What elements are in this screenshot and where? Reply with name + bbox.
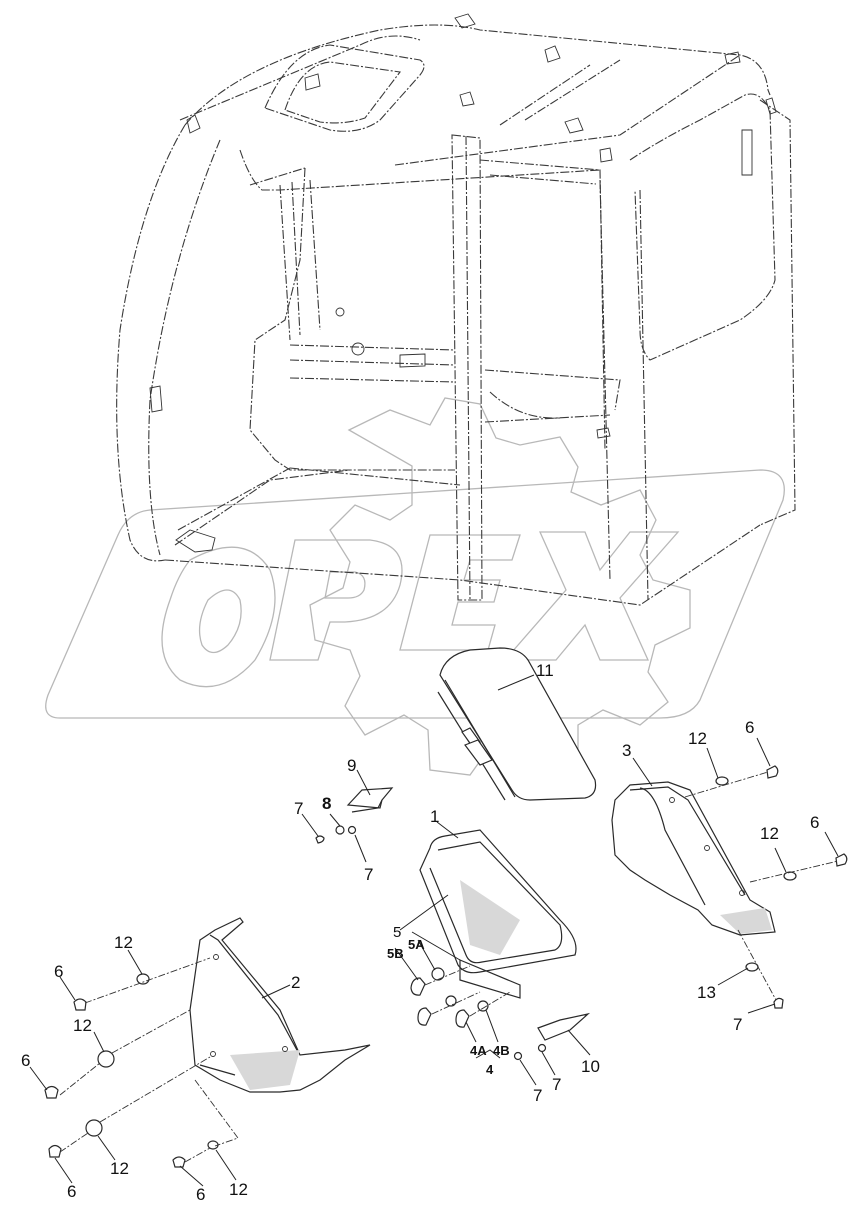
callout-13[interactable]: 13 xyxy=(697,983,716,1002)
callout-6[interactable]: 6 xyxy=(810,813,820,832)
callout-5a[interactable]: 5A xyxy=(408,937,425,952)
part-3-side-panel[interactable] xyxy=(611,737,848,1014)
callout-7[interactable]: 7 xyxy=(533,1086,543,1105)
callout-6[interactable]: 6 xyxy=(21,1051,31,1070)
watermark-logo-plate xyxy=(45,469,785,719)
part-11-pad[interactable] xyxy=(437,647,597,801)
cab-frame xyxy=(116,13,796,606)
callout-7[interactable]: 7 xyxy=(552,1075,562,1094)
callout-5[interactable]: 5 xyxy=(393,924,402,941)
callout-7[interactable]: 7 xyxy=(733,1015,743,1034)
callout-6[interactable]: 6 xyxy=(54,962,64,981)
leader-11 xyxy=(497,674,535,691)
callout-7[interactable]: 7 xyxy=(364,865,374,884)
callout-6[interactable]: 6 xyxy=(67,1182,77,1201)
part-10-bracket[interactable] xyxy=(513,1012,591,1086)
callout-11[interactable]: 11 xyxy=(536,661,554,680)
callout-12[interactable]: 12 xyxy=(114,933,133,952)
callout-4[interactable]: 4 xyxy=(486,1062,494,1077)
callout-9[interactable]: 9 xyxy=(347,756,357,775)
callout-4a[interactable]: 4A xyxy=(470,1043,487,1058)
part-2-lower-panel[interactable] xyxy=(29,917,371,1187)
callout-2[interactable]: 2 xyxy=(291,973,301,992)
callout-8[interactable]: 8 xyxy=(322,794,332,813)
callout-5b[interactable]: 5B xyxy=(387,946,404,961)
callout-12[interactable]: 12 xyxy=(760,824,779,843)
callout-12[interactable]: 12 xyxy=(229,1180,248,1199)
callout-12[interactable]: 12 xyxy=(73,1016,92,1035)
part-9-bracket[interactable] xyxy=(301,769,394,863)
callout-1[interactable]: 1 xyxy=(430,807,440,826)
watermark-gear-icon xyxy=(309,397,691,776)
callout-3[interactable]: 3 xyxy=(622,741,632,760)
callout-4b[interactable]: 4B xyxy=(493,1043,510,1058)
callout-12[interactable]: 12 xyxy=(688,729,707,748)
callout-7[interactable]: 7 xyxy=(294,799,304,818)
part-1-tray[interactable] xyxy=(399,821,577,999)
callout-6[interactable]: 6 xyxy=(745,718,755,737)
callout-6[interactable]: 6 xyxy=(196,1185,206,1204)
callout-12[interactable]: 12 xyxy=(110,1159,129,1178)
callout-10[interactable]: 10 xyxy=(581,1057,600,1076)
fasteners-4-5[interactable] xyxy=(394,939,511,1059)
